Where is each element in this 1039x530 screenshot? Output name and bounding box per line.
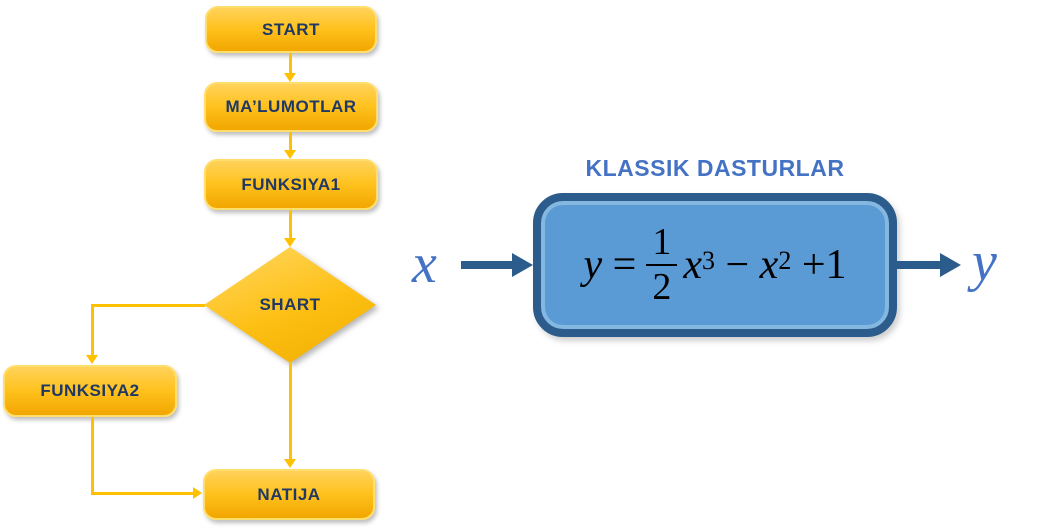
shart-diamond-shape: SHART <box>204 247 376 363</box>
fraction-numerator: 1 <box>646 221 678 266</box>
input-arrow-line <box>461 261 514 269</box>
output-variable-label: y <box>972 231 997 293</box>
flow-node-natija-label: NATIJA <box>257 484 321 504</box>
formula-plus: + <box>801 242 826 288</box>
arrowhead-down-icon <box>86 355 98 364</box>
flow-node-start-label: START <box>262 19 320 39</box>
formula-constant: 1 <box>825 242 847 288</box>
arrowhead-right-icon <box>193 487 202 499</box>
connector-malumotlar-funksiya1 <box>289 132 292 150</box>
input-variable-label: x <box>412 233 437 295</box>
fraction-denominator: 2 <box>652 266 672 308</box>
flow-node-funksiya2-label: FUNKSIYA2 <box>40 381 140 400</box>
connector-start-malumotlar <box>289 53 292 74</box>
connector-shart-funksiya2-horizontal <box>91 304 205 307</box>
connector-shart-natija <box>289 363 292 460</box>
flow-node-start: START <box>205 6 377 53</box>
formula-equals-sign: = <box>612 242 637 288</box>
flow-node-natija: NATIJA <box>203 469 375 520</box>
connector-funksiya1-shart <box>289 210 292 238</box>
formula-var1: x <box>683 242 702 288</box>
flow-node-malumotlar-label: MA’LUMOTLAR <box>225 97 357 116</box>
input-arrowhead-right-icon <box>512 253 533 277</box>
arrowhead-down-icon <box>284 150 296 159</box>
connector-funksiya2-natija-horizontal <box>91 492 194 495</box>
arrowhead-down-icon <box>284 238 296 247</box>
output-arrowhead-right-icon <box>940 253 961 277</box>
spacer <box>749 241 760 289</box>
spacer <box>791 241 802 289</box>
flow-node-funksiya2: FUNKSIYA2 <box>3 365 177 417</box>
formula-lhs: y <box>583 242 603 288</box>
flow-node-funksiya1: FUNKSIYA1 <box>204 159 378 210</box>
arrowhead-down-icon <box>284 459 296 468</box>
arrowhead-down-icon <box>284 73 296 82</box>
flow-node-shart-label: SHART <box>259 295 321 314</box>
flow-node-malumotlar: MA’LUMOTLAR <box>204 82 378 132</box>
formula-minus: − <box>725 242 750 288</box>
flow-node-shart: SHART <box>204 247 376 363</box>
output-arrow-line <box>893 261 942 269</box>
flow-node-funksiya1-label: FUNKSIYA1 <box>241 174 341 194</box>
formula-equals <box>602 241 613 289</box>
spacer <box>715 241 726 289</box>
connector-funksiya2-natija-vertical <box>91 417 94 494</box>
formula-var2: x <box>759 242 779 288</box>
panel-title: KLASSIK DASTURLAR <box>585 155 845 181</box>
connector-shart-funksiya2-vertical <box>91 304 94 356</box>
